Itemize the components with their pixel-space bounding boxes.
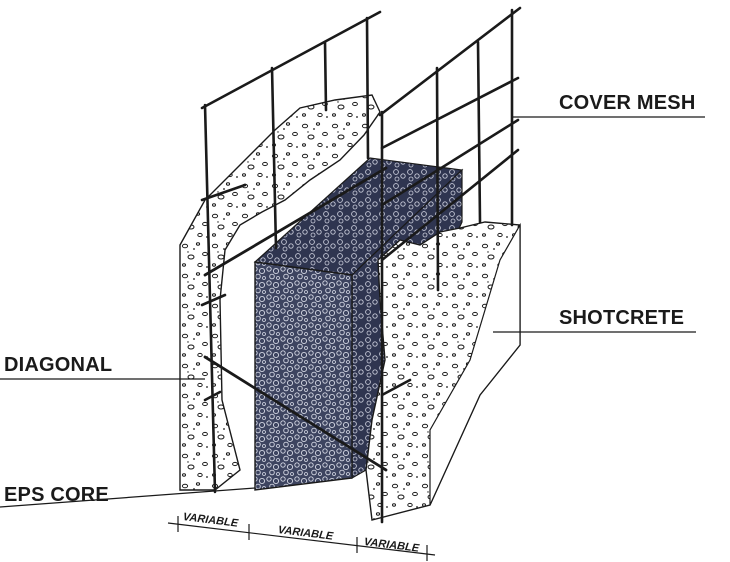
label-shotcrete: SHOTCRETE <box>559 307 685 329</box>
label-cover-mesh: COVER MESH <box>559 92 696 114</box>
diagonal-bars <box>203 166 388 472</box>
shotcrete-right-side <box>429 222 521 506</box>
shotcrete-layer-left <box>179 94 381 491</box>
cover-mesh-right <box>378 6 522 524</box>
dimension-line <box>167 516 436 561</box>
eps-core-front <box>254 261 353 491</box>
leader-lines <box>0 116 705 508</box>
label-diagonal: DIAGONAL <box>4 354 113 376</box>
label-eps-core: EPS CORE <box>4 484 109 506</box>
cover-mesh-left <box>200 10 382 494</box>
